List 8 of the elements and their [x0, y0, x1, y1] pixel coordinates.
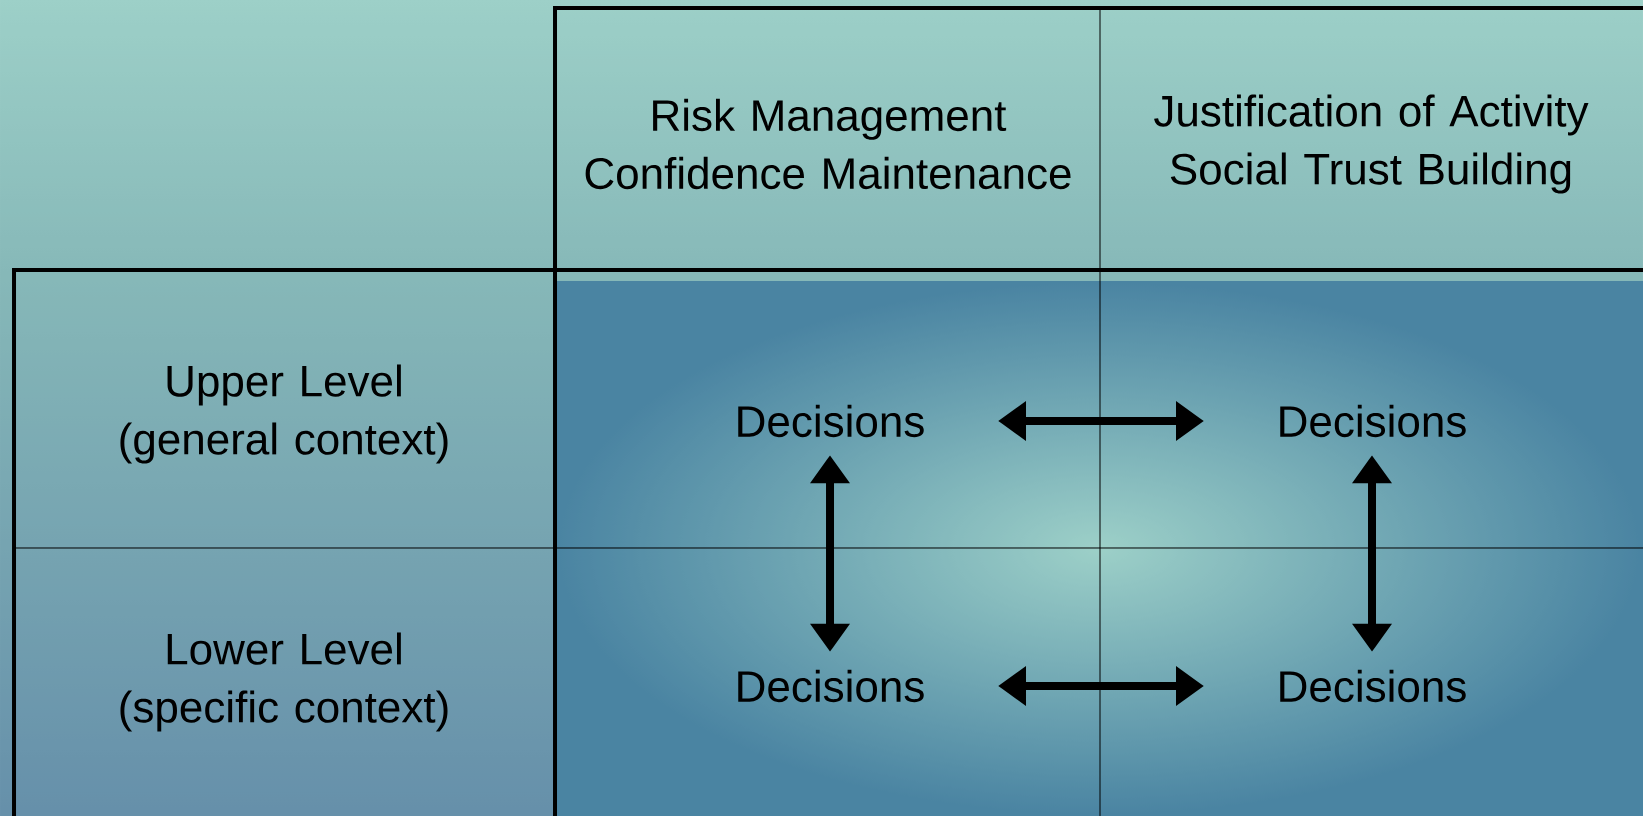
decision-label: Decisions	[1280, 669, 1466, 703]
row-header-cell: Lower Level (specific context)	[120, 632, 448, 732]
decision-label: Decisions	[738, 404, 924, 438]
row-header-cell: Upper Level (general context)	[120, 364, 448, 464]
column-header-cell: Justification of Activity Social Trust Building	[1154, 94, 1589, 194]
decision-label: Decisions	[738, 669, 924, 703]
decision-label: Decisions	[1280, 404, 1466, 438]
column-header-cell: Risk Management Confidence Maintenance	[585, 98, 1071, 190]
